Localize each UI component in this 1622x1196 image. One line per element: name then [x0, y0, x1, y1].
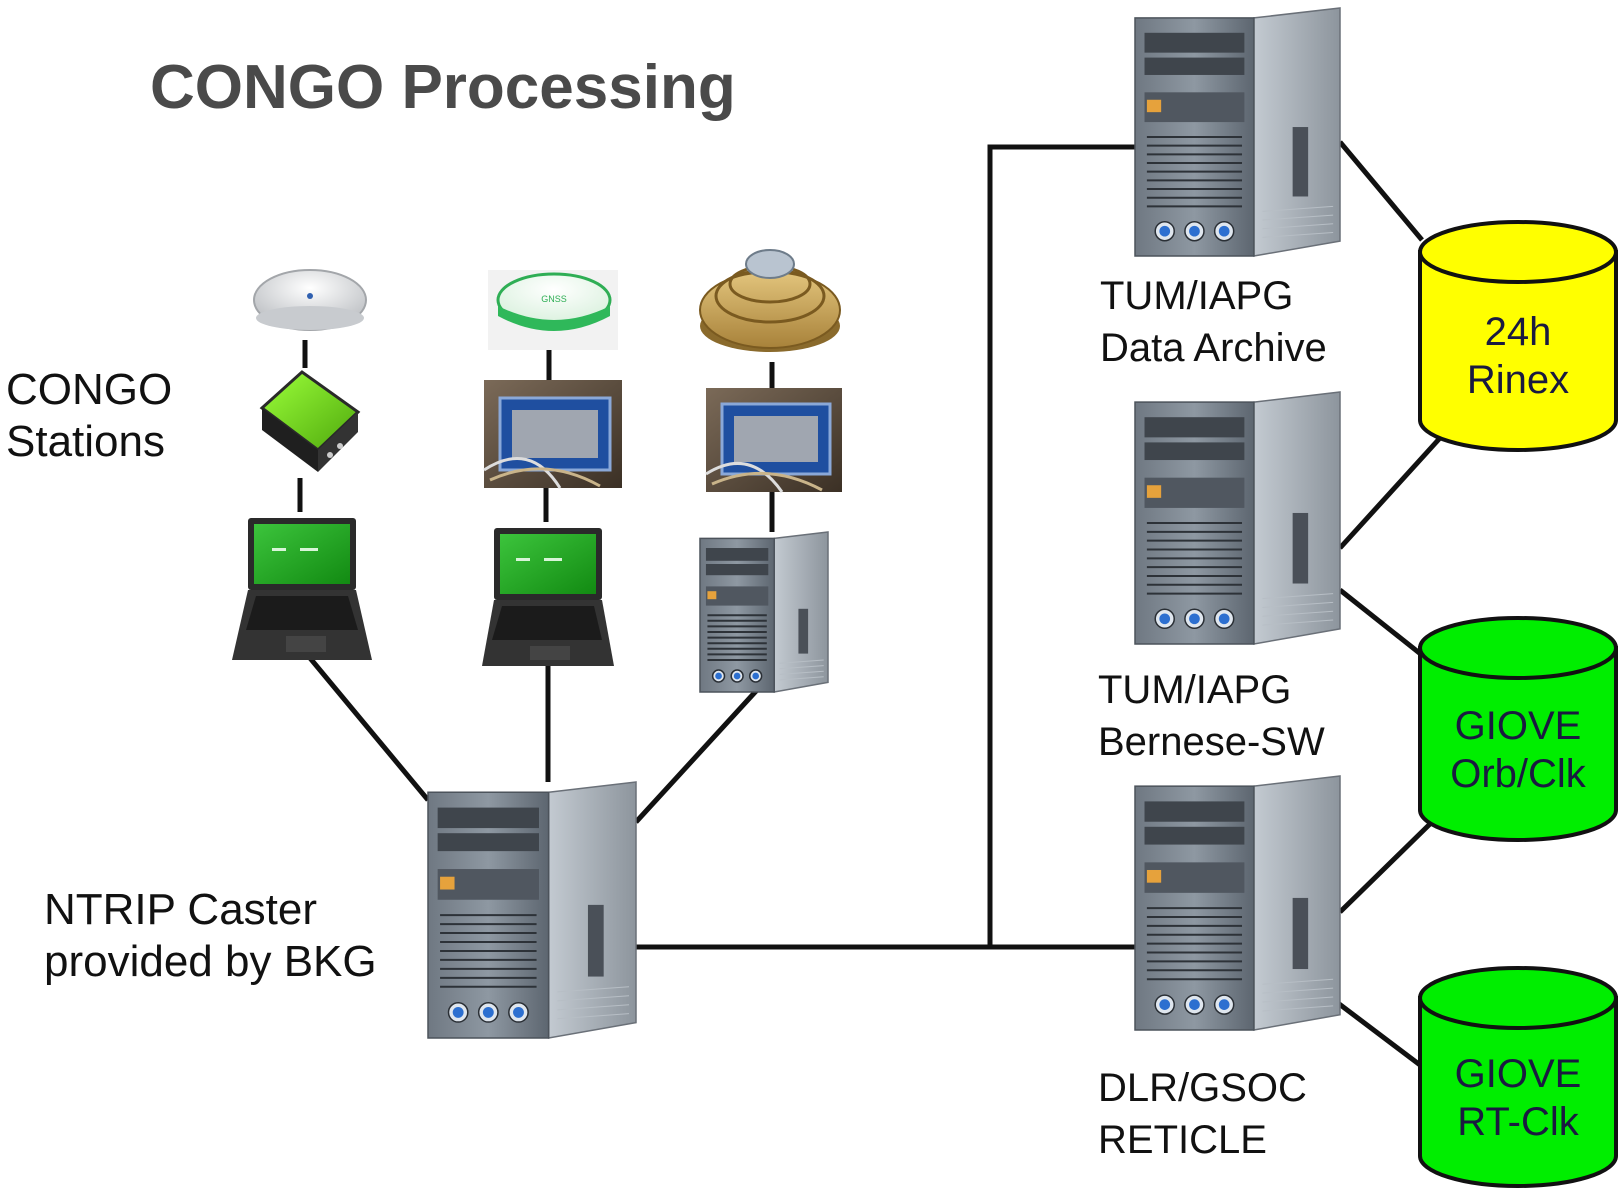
receiver-rack-icon — [483, 380, 622, 489]
server-tower-icon — [1134, 775, 1341, 1031]
server-tower-icon — [427, 781, 637, 1039]
label-line: Stations — [6, 417, 165, 466]
label-line: TUM/IAPG — [1098, 668, 1292, 712]
link-bernese-orbclk — [1338, 588, 1434, 665]
label-line: NTRIP Caster — [44, 885, 318, 934]
link-laptop1-caster — [293, 638, 430, 802]
receiver-rack-icon — [705, 388, 842, 493]
svg-text:GNSS: GNSS — [541, 294, 567, 304]
label-line: RETICLE — [1098, 1118, 1267, 1162]
label-bernese-sw: TUM/IAPG Bernese-SW — [1098, 664, 1325, 768]
link-rinex-bernese — [1338, 436, 1442, 550]
receiver-icon — [259, 370, 361, 472]
server-tower-icon — [699, 531, 829, 693]
laptop-icon — [482, 528, 614, 666]
database-rtclk — [1418, 966, 1618, 1188]
label-data-archive: TUM/IAPG Data Archive — [1100, 270, 1327, 374]
db-label-line: RT-Clk — [1457, 1100, 1579, 1144]
db-label-rinex: 24h Rinex — [1420, 308, 1616, 404]
db-label-line: Orb/Clk — [1450, 752, 1586, 796]
laptop-icon — [232, 518, 372, 660]
gnss-antenna-icon: GNSS — [488, 270, 618, 350]
label-dlr-reticle: DLR/GSOC RETICLE — [1098, 1062, 1307, 1166]
server-tower-icon — [1134, 7, 1341, 257]
link-pc3-caster — [634, 688, 759, 824]
db-label-line: 24h — [1484, 310, 1552, 354]
link-archive-rinex — [1338, 140, 1424, 242]
connection-lines — [293, 140, 1442, 1076]
label-ntrip-caster: NTRIP Caster provided by BKG — [44, 884, 377, 988]
database-rinex — [1418, 220, 1618, 452]
db-label-line: Rinex — [1466, 358, 1570, 402]
label-line: provided by BKG — [44, 937, 377, 986]
db-label-rtclk: GIOVE RT-Clk — [1420, 1050, 1616, 1146]
label-line: Data Archive — [1100, 326, 1327, 370]
database-orbclk — [1418, 616, 1618, 842]
link-orbclk-dlr — [1338, 820, 1434, 914]
bus-line — [987, 144, 1135, 950]
label-congo-stations: CONGO Stations — [6, 364, 172, 468]
server-tower-icon — [1134, 391, 1341, 645]
db-label-line: GIOVE — [1454, 1052, 1582, 1096]
db-label-orbclk: GIOVE Orb/Clk — [1420, 702, 1616, 798]
label-line: Bernese-SW — [1098, 720, 1325, 764]
db-label-line: GIOVE — [1454, 704, 1582, 748]
choke-ring-antenna-icon — [699, 249, 841, 352]
label-line: DLR/GSOC — [1098, 1066, 1307, 1110]
page-title: CONGO Processing — [150, 53, 736, 122]
gnss-antenna-icon — [253, 269, 367, 331]
label-line: CONGO — [6, 365, 173, 414]
label-line: TUM/IAPG — [1100, 274, 1294, 318]
